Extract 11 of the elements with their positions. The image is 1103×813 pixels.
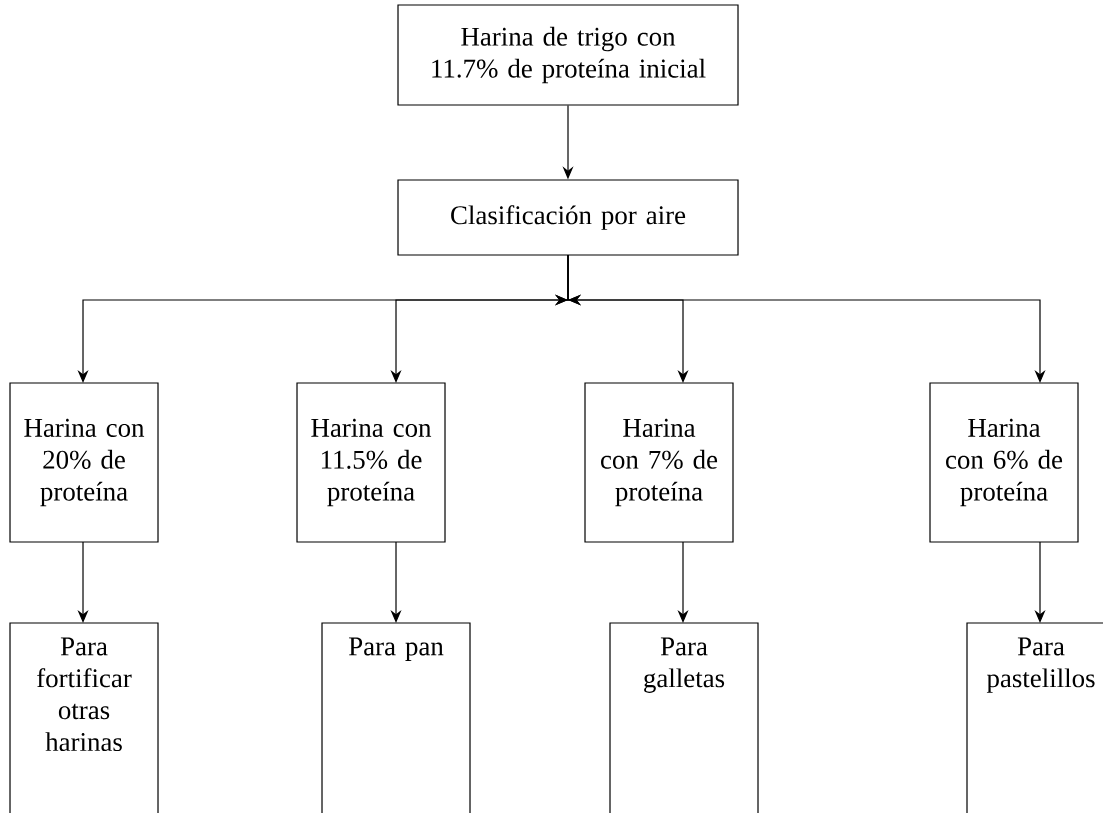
output-box: Para pan (321, 622, 471, 813)
process-box: Harina con 20% de proteína (9, 382, 159, 543)
output-box: Para fortificar otras harinas (9, 622, 159, 813)
output-box: Para pastelillos (966, 622, 1103, 813)
output-box: Para galletas (609, 622, 759, 813)
process-box: Harina de trigo con 11.7% de proteína inicial (397, 4, 739, 106)
arrow (554, 254, 1046, 383)
process-box: Harina con 7% de proteína (584, 382, 734, 543)
process-box: Harina con 6% de proteína (929, 382, 1079, 543)
process-box: Harina con 11.5% de proteína (296, 382, 446, 543)
process-box: Clasificación por aire (397, 179, 739, 256)
